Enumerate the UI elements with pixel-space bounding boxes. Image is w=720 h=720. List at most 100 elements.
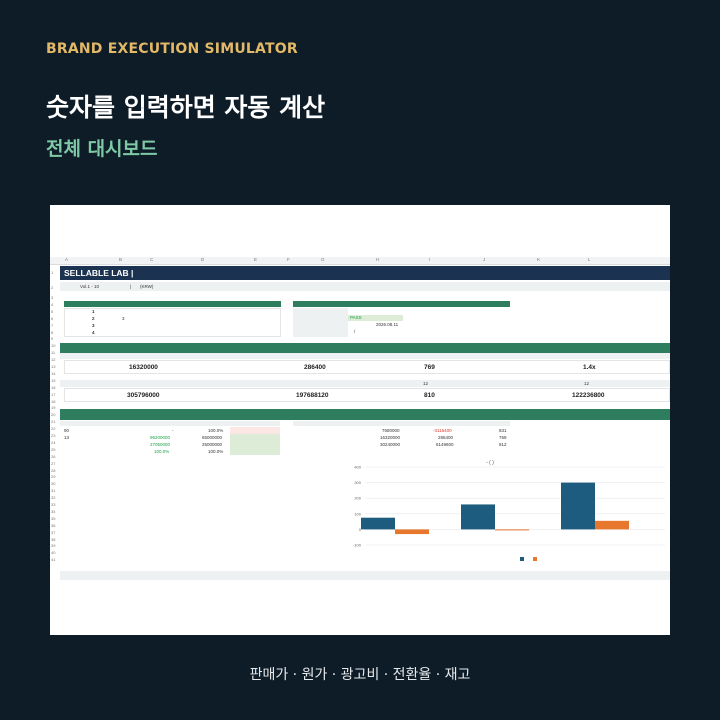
row-number: 29 <box>51 474 56 480</box>
row-number: 19 <box>51 405 56 411</box>
step-4: 4 <box>92 330 95 335</box>
rt-r3-b: 6149600 <box>436 442 454 447</box>
pass-cell <box>348 315 403 321</box>
kpi-inventory: 122236800 <box>572 392 605 399</box>
step-3: 3 <box>92 323 95 328</box>
row-number: 38 <box>51 536 56 542</box>
row-number: 27 <box>51 460 56 466</box>
row-number: 40 <box>51 550 56 556</box>
column-letter: C <box>150 257 154 262</box>
headline: 숫자를 입력하면 자동 계산 <box>46 93 326 122</box>
row-number: 32 <box>51 495 56 501</box>
rt-r2-a: 16320000 <box>380 435 401 440</box>
row-number: 26 <box>51 453 56 459</box>
row-number: 8 <box>51 329 54 335</box>
pass-label: PASS <box>350 315 362 320</box>
date-value: 2026.08.11 <box>376 322 399 327</box>
column-letter: D <box>201 257 205 262</box>
row2-sep: | <box>130 284 132 289</box>
step-1: 1 <box>92 309 95 314</box>
column-letter: H <box>376 257 380 262</box>
step-2-value: 3 <box>122 316 125 321</box>
kpi-roas: 1.4x <box>583 364 596 371</box>
row-number: 11 <box>51 350 56 356</box>
row-number: 21 <box>51 419 56 425</box>
kpi-row2 <box>64 388 670 402</box>
kpi-sales: 16320000 <box>129 364 158 371</box>
chart-bar <box>495 529 529 531</box>
kpi-orders: 769 <box>424 364 435 371</box>
lt-r24-b: 100.0% <box>154 449 170 454</box>
column-letter: B <box>119 257 123 262</box>
steps-box <box>64 308 281 337</box>
row-number: 10 <box>51 343 56 349</box>
rt-r3-a: 30240000 <box>380 442 401 447</box>
row-number: 9 <box>51 336 54 342</box>
lt-r24-c: 100.0% <box>208 449 224 454</box>
row-number: 20 <box>51 412 56 418</box>
steps-header-band <box>64 301 281 307</box>
rt-r1-a: 7680000 <box>382 428 400 433</box>
row-number: 14 <box>51 370 56 376</box>
row-number: 17 <box>51 391 56 397</box>
left-table-green <box>230 434 280 455</box>
row2-vol: Vol.1 - 10 <box>80 284 100 289</box>
y-tick-label: 100 <box>354 511 361 516</box>
pass-box <box>293 308 348 337</box>
row-number: 37 <box>51 529 56 535</box>
column-letter: I <box>429 257 431 262</box>
left-table-head <box>60 421 280 426</box>
row-number: 12 <box>51 357 56 363</box>
row-number: 35 <box>51 515 56 521</box>
kpi-row1 <box>64 360 670 374</box>
rt-r1-b: -3116400 <box>433 428 452 433</box>
row-number: 22 <box>51 426 56 432</box>
row-number: 1 <box>51 270 54 275</box>
column-letter: A <box>65 257 69 262</box>
y-tick-label: 400 <box>354 465 361 470</box>
kpi-cost-total: 197688120 <box>296 392 329 399</box>
lt-r22-c: 65000000 <box>202 435 223 440</box>
subhead: 전체 대시보드 <box>46 138 158 160</box>
lt-r22-a: 13 <box>64 435 70 440</box>
row-number: 36 <box>51 522 56 528</box>
row-number: 16 <box>51 384 56 390</box>
legend-swatch <box>520 557 524 561</box>
twelve-a: 12 <box>423 381 429 386</box>
lt-r21-b: - <box>172 428 174 433</box>
row-number: 13 <box>51 364 56 369</box>
kpi-header-band-1 <box>60 343 670 353</box>
eyebrow-title: BRAND EXECUTION SIMULATOR <box>46 41 298 57</box>
row-number: 34 <box>51 508 56 514</box>
column-letter: G <box>321 257 325 262</box>
row2-unit: (KRW) <box>140 284 154 289</box>
row-number: 5 <box>51 308 54 314</box>
lt-r21-c: 100.0% <box>208 428 224 433</box>
chart-bar <box>361 517 395 530</box>
row-number: 31 <box>51 488 56 494</box>
chart-title: - ( ) <box>486 460 494 466</box>
rt-r2-c: 769 <box>499 435 507 440</box>
column-letter: L <box>588 257 591 262</box>
y-tick-label: 300 <box>354 480 361 485</box>
pass-header-band <box>293 301 510 307</box>
left-table-pink <box>230 427 280 434</box>
kpi-revenue-total: 305796000 <box>127 392 160 399</box>
row-number: 39 <box>51 543 56 549</box>
row-number: 4 <box>51 301 54 307</box>
kpi-row1-label-strip <box>60 353 670 359</box>
row2-strip <box>60 282 670 291</box>
right-table-head <box>293 421 510 426</box>
lt-r22-b: 96200000 <box>150 435 171 440</box>
row-number: 33 <box>51 502 56 507</box>
row-number: 30 <box>51 481 56 487</box>
step-2: 2 <box>92 316 95 321</box>
y-tick-label: -100 <box>353 543 362 548</box>
column-letter: E <box>254 257 258 262</box>
kpi-row2-label-strip <box>60 380 670 387</box>
row-number: 6 <box>51 315 54 321</box>
row-number: 24 <box>51 439 56 445</box>
